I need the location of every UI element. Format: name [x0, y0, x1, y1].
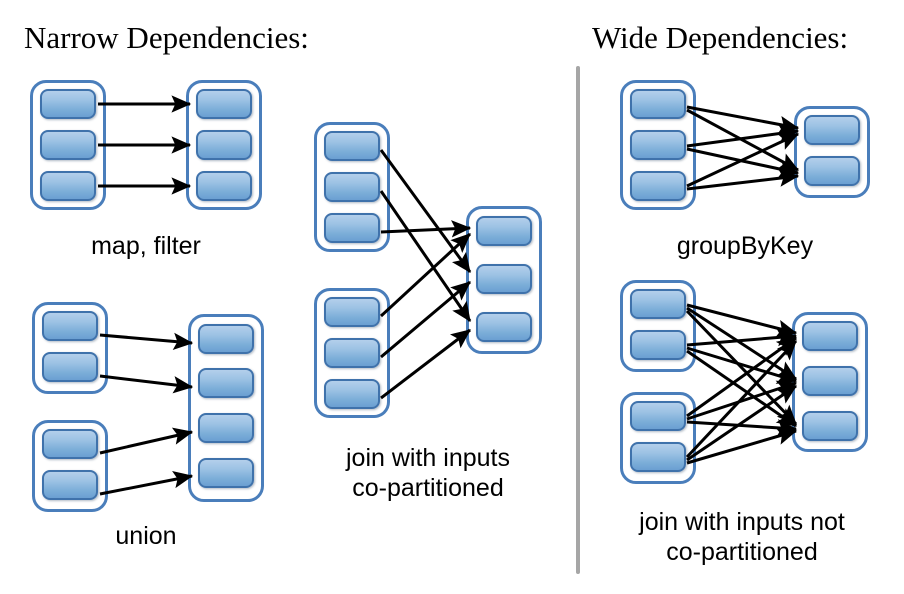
join-ncp-target-cell-2: [802, 366, 858, 396]
join-cp-target-cell-2: [476, 264, 532, 294]
join-ncp-source-1-cell-2: [630, 330, 686, 360]
union-source-1-cell-2: [42, 352, 98, 382]
join-ncp-source-2-cell-2: [630, 442, 686, 472]
group-by-key-caption: groupByKey: [676, 232, 814, 260]
map-filter-source-cell-2: [40, 130, 96, 160]
join-co-partitioned-arrows: [379, 149, 472, 400]
section-divider: [576, 66, 580, 574]
group-by-key-target-cell-1: [804, 115, 860, 145]
map-filter-arrows: [98, 95, 192, 195]
join-not-co-partitioned-caption-line1: join with inputs not: [639, 508, 845, 536]
join-ncp-target-cell-1: [802, 321, 858, 351]
union-target-cell-4: [198, 458, 254, 488]
wide-dependencies-title: Wide Dependencies:: [592, 20, 849, 55]
union-target-cell-1: [198, 324, 254, 354]
join-co-partitioned-caption-line2: co-partitioned: [352, 474, 504, 502]
join-cp-source-2-cell-1: [324, 297, 380, 327]
join-cp-source-1-cell-3: [324, 213, 380, 243]
map-filter-source-cell-1: [40, 89, 96, 119]
join-ncp-source-1-cell-1: [630, 289, 686, 319]
map-filter-target-cell-2: [196, 130, 252, 160]
join-ncp-source-2-cell-1: [630, 401, 686, 431]
union-source-2-cell-1: [42, 429, 98, 459]
union-arrows: [99, 332, 194, 496]
map-filter-target-cell-3: [196, 171, 252, 201]
group-by-key-arrows: [686, 105, 800, 191]
join-cp-source-2-cell-2: [324, 338, 380, 368]
join-cp-source-1-cell-1: [324, 131, 380, 161]
union-source-1-cell-1: [42, 311, 98, 341]
join-cp-target-cell-3: [476, 312, 532, 342]
map-filter-target-cell-1: [196, 89, 252, 119]
join-cp-target-cell-1: [476, 216, 532, 246]
group-by-key-source-cell-2: [630, 130, 686, 160]
join-ncp-target-cell-3: [802, 411, 858, 441]
group-by-key-source-cell-3: [630, 171, 686, 201]
map-filter-caption: map, filter: [91, 232, 201, 260]
union-target-cell-2: [198, 368, 254, 398]
join-cp-source-2-cell-3: [324, 379, 380, 409]
union-target-cell-3: [198, 413, 254, 443]
join-not-co-partitioned-caption-line2: co-partitioned: [666, 538, 818, 566]
union-source-2-cell-2: [42, 470, 98, 500]
group-by-key-source-cell-1: [630, 89, 686, 119]
join-not-co-partitioned-arrows: [685, 303, 798, 465]
join-co-partitioned-caption-line1: join with inputs: [346, 444, 510, 472]
map-filter-source-cell-3: [40, 171, 96, 201]
join-cp-source-1-cell-2: [324, 172, 380, 202]
group-by-key-target-cell-2: [804, 156, 860, 186]
union-caption: union: [115, 522, 177, 550]
narrow-dependencies-title: Narrow Dependencies:: [24, 20, 309, 55]
